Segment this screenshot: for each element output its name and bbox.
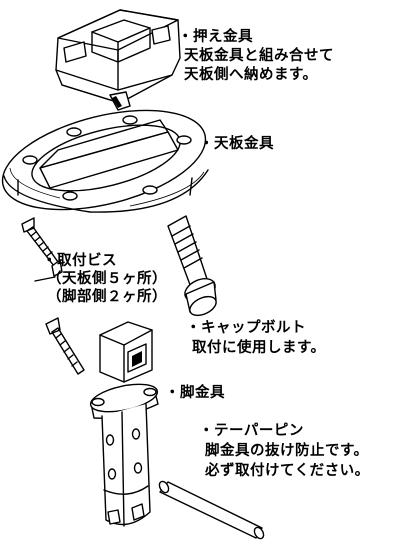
taper-pin-desc-1: 脚金具の抜け防止です。 <box>205 443 369 459</box>
cap-bolt-title: ・キャップボルト <box>186 320 306 336</box>
taper-pin-desc-2: 必ず取付けてください。 <box>205 463 370 479</box>
taper-pin-title: ・テーパーピン <box>199 423 304 439</box>
leg-fitting-label: ・脚金具 <box>165 385 225 401</box>
taper-pin-drawing <box>158 480 265 540</box>
screws-title: ・取付ビス <box>42 253 117 269</box>
holder-fitting-drawing <box>55 9 181 111</box>
wood-screw-upper-drawing <box>21 217 63 282</box>
holder-fitting-desc-1: 天板金具と組み合せて <box>184 48 334 64</box>
cap-bolt-desc: 取付に使用します。 <box>192 340 326 356</box>
screws-desc-1: （天板側５ヶ所） <box>47 271 167 287</box>
top-plate-drawing <box>1 109 209 213</box>
cap-bolt-drawing <box>167 215 217 317</box>
top-plate-label: ・天板金具 <box>199 136 274 152</box>
holder-fitting-desc-2: 天板側へ納めます。 <box>184 67 318 83</box>
holder-fitting-title: ・押え金具 <box>178 29 253 45</box>
leg-fitting-drawing <box>89 321 159 527</box>
wood-screw-lower-drawing <box>45 317 85 375</box>
screws-desc-2: （脚部側２ヶ所） <box>47 289 167 305</box>
